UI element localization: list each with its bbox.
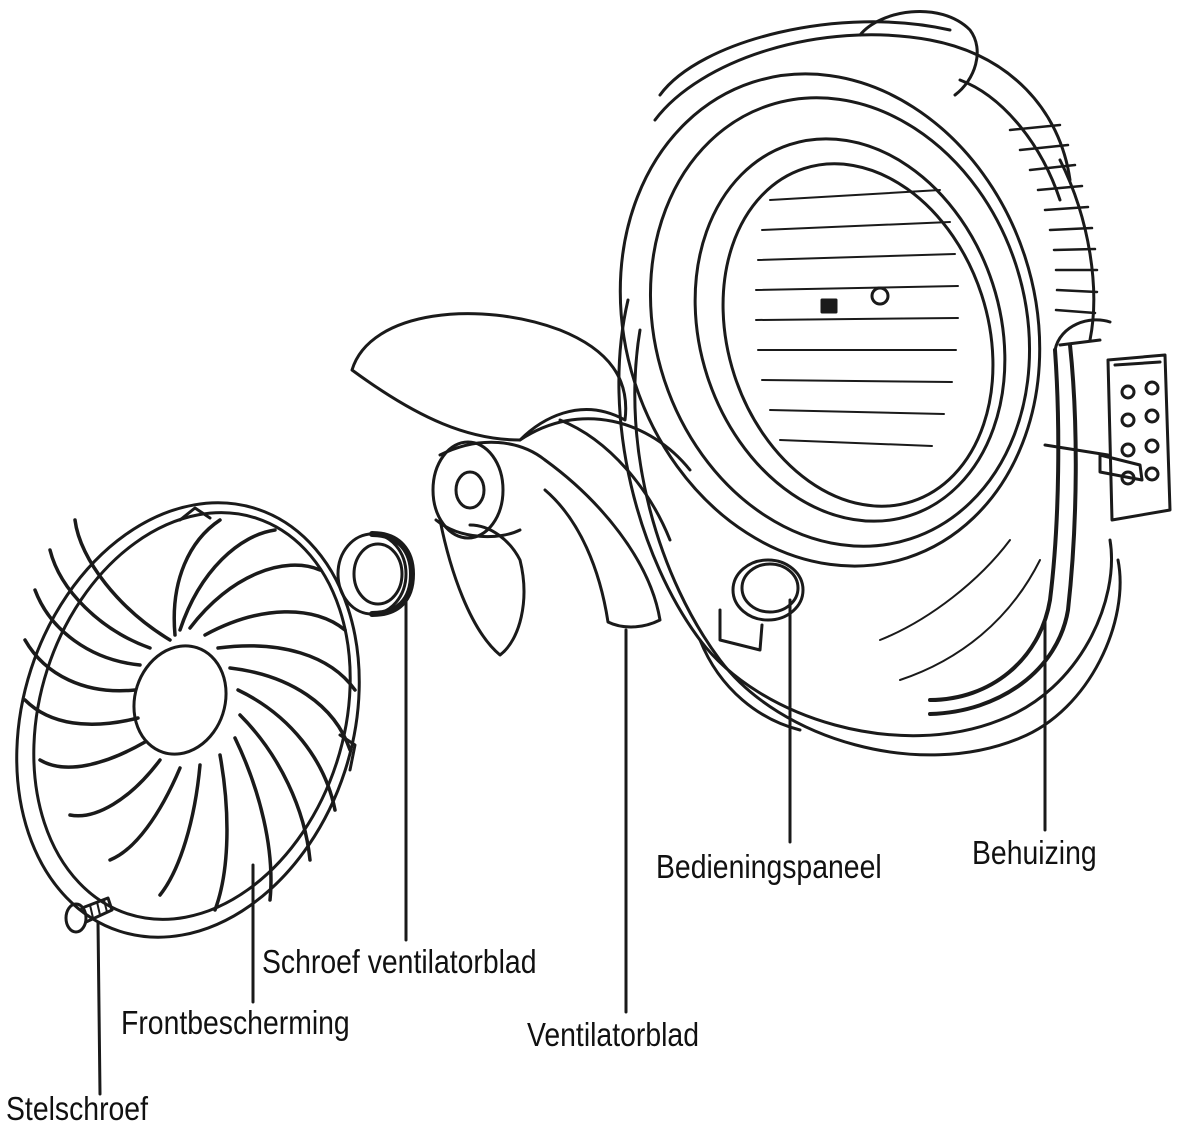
housing-drawing: [617, 10, 1172, 757]
label-stelschroef: Stelschroef: [6, 1090, 148, 1127]
label-frontbescherming: Frontbescherming: [121, 1004, 350, 1041]
label-bedieningspaneel: Bedieningspaneel: [656, 848, 882, 885]
label-schroef-ventilatorblad: Schroef ventilatorblad: [262, 943, 537, 980]
front-guard-drawing: [15, 501, 361, 939]
label-ventilatorblad: Ventilatorblad: [527, 1016, 699, 1053]
fan-blade-drawing: [350, 312, 692, 657]
blade-screw-drawing: [336, 531, 415, 617]
leader-lines: [96, 598, 1047, 1096]
set-screw-drawing: [64, 896, 114, 934]
label-behuizing: Behuizing: [972, 834, 1097, 871]
